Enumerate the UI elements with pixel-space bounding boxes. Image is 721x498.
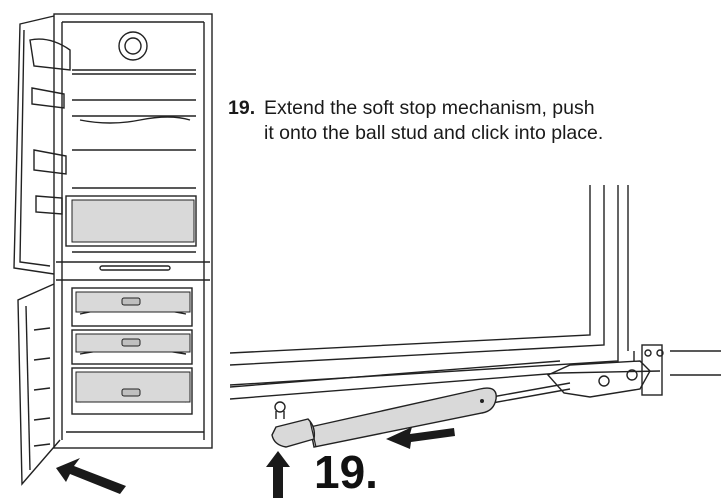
fridge-illustration xyxy=(0,0,230,498)
lift-arrow xyxy=(266,451,290,498)
step-number: 19. xyxy=(228,97,256,119)
instruction-text: 19.Extend the soft stop mechanism, push … xyxy=(228,96,718,146)
step-line-2: it onto the ball stud and click into pla… xyxy=(264,122,604,144)
push-arrow xyxy=(386,427,455,449)
step-line-1: Extend the soft stop mechanism, push xyxy=(264,97,595,119)
soft-stop-drawing xyxy=(230,185,721,498)
soft-stop-cylinder xyxy=(271,387,497,448)
figure-step-label: 19. xyxy=(314,446,378,498)
fridge-drawing xyxy=(13,13,213,494)
hinge-arrow xyxy=(56,458,126,494)
soft-stop-detail-illustration xyxy=(230,175,721,498)
